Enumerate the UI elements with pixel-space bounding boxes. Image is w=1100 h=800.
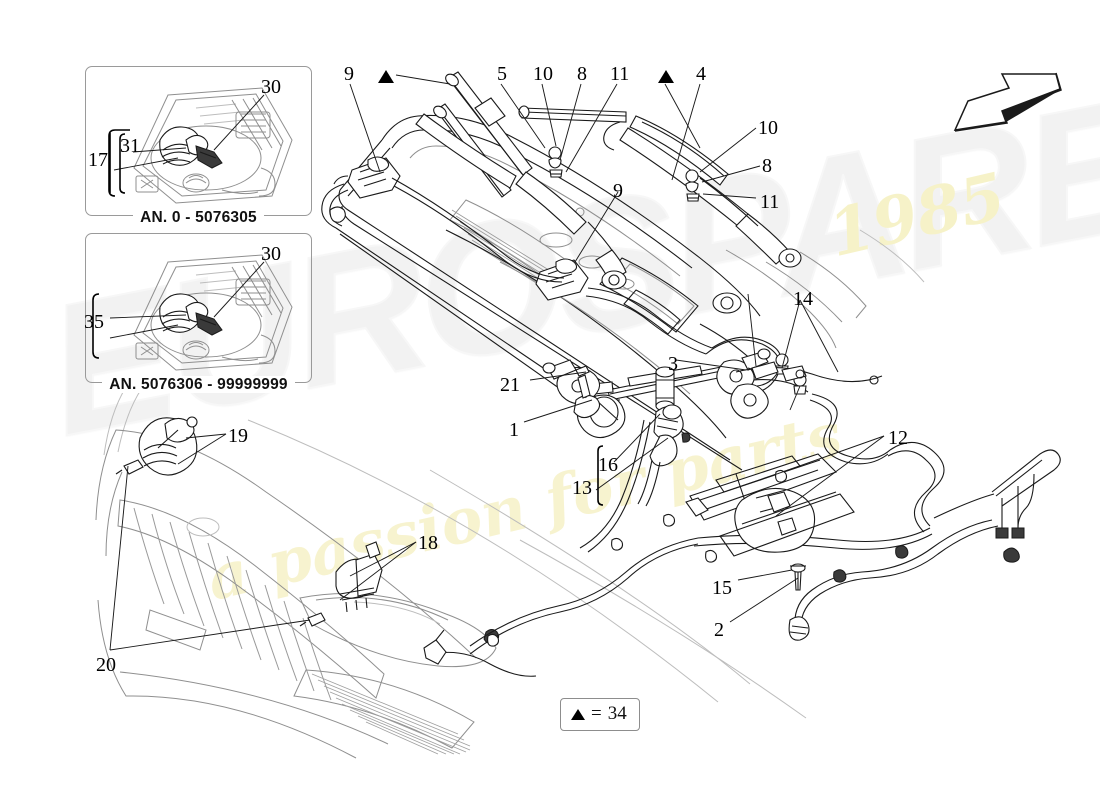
callout-11: 11: [760, 191, 780, 213]
callout-1: 1: [509, 419, 519, 441]
callout-5: 5: [497, 63, 507, 85]
legend-box: = 34: [560, 698, 640, 731]
inset-top-artwork: [113, 87, 293, 204]
callout-8: 8: [577, 63, 587, 85]
callout-12: 12: [888, 427, 908, 449]
triangle-marker-icon: [378, 70, 394, 83]
wiring-loom-14: [735, 361, 883, 385]
inset-bottom-bracket-label: 35: [84, 311, 104, 333]
callout-16: 16: [598, 454, 618, 476]
washer-tube-2: [788, 449, 1061, 641]
front-washer-nozzle-18: [299, 541, 383, 627]
callout-4: 4: [696, 63, 706, 85]
callout-15: 15: [712, 577, 732, 599]
inset-top-bracket-label: 17: [88, 149, 108, 171]
inset-box-bottom: AN. 5076306 - 99999999: [85, 233, 312, 393]
callout-20: 20: [96, 654, 116, 676]
callout-9: 9: [613, 180, 623, 202]
grouping-brackets: [92, 129, 604, 506]
horn-assembly: [115, 416, 198, 476]
triangle-marker-icon: [658, 70, 674, 83]
wiper-linkage-assembly: [542, 348, 807, 507]
vehicle-front-outline: [95, 386, 807, 759]
legend-value: 34: [607, 703, 627, 724]
inset-bottom-number-30: 30: [261, 243, 281, 265]
inset-top-caption: AN. 0 - 5076305: [86, 209, 311, 227]
leader-lines: [109, 74, 885, 651]
callout-8: 8: [762, 155, 772, 177]
inset-bottom-caption: AN. 5076306 - 99999999: [86, 376, 311, 394]
callout-18: 18: [418, 532, 438, 554]
washer-tubing: [321, 177, 945, 655]
inset-box-top: AN. 0 - 5076305: [85, 66, 312, 226]
callout-21: 21: [500, 374, 520, 396]
inset-bottom-artwork: [109, 254, 293, 371]
washer-jet-left-9: [333, 156, 401, 199]
callout-10: 10: [533, 63, 553, 85]
fastener-cluster-left: [548, 146, 563, 178]
inset-top-inner-label: 31: [120, 135, 140, 157]
callout-10: 10: [758, 117, 778, 139]
callout-11: 11: [610, 63, 630, 85]
triangle-marker-icon: [571, 708, 585, 720]
callout-13: 13: [572, 477, 592, 499]
callout-2: 2: [714, 619, 724, 641]
callout-14: 14: [793, 288, 813, 310]
callout-19: 19: [228, 425, 248, 447]
front-harness: [423, 629, 537, 677]
inset-top-number-30: 30: [261, 76, 281, 98]
orientation-arrow-icon: [953, 72, 1062, 132]
fastener-cluster-right: [685, 169, 700, 202]
wiper-arm-right: [518, 105, 802, 314]
legend-equals: =: [591, 703, 602, 724]
wiper-arm-left: [415, 71, 627, 290]
callout-3: 3: [668, 353, 678, 375]
callout-9: 9: [344, 63, 354, 85]
